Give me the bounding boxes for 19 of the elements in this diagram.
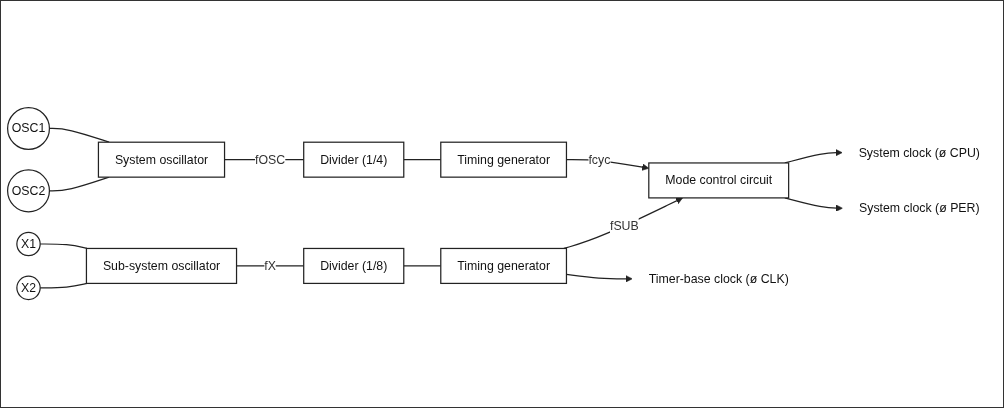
node-box: Mode control circuit: [648, 162, 790, 199]
arrow: [563, 197, 683, 250]
edge-label: fOSC: [255, 152, 286, 167]
node-box: Divider (1/4): [303, 142, 405, 179]
node-text: System clock (ø PER): [858, 201, 980, 215]
node-box: Sub-system oscillator: [85, 248, 238, 285]
node-circle: X2: [16, 276, 41, 301]
node-box: Timing generator: [440, 142, 568, 179]
node-text: Timer-base clock (ø CLK): [648, 271, 789, 286]
node-box: System oscillator: [97, 142, 226, 179]
edge-label: fcyc: [588, 152, 611, 167]
edge-label: fX: [264, 258, 276, 273]
node-circle: OSC2: [7, 169, 51, 213]
node-box: Divider (1/8): [303, 248, 405, 285]
node-circle: OSC1: [7, 107, 51, 151]
edge-label: fSUB: [609, 218, 639, 233]
node-circle: X1: [16, 232, 41, 257]
node-text: System clock (ø CPU): [858, 145, 980, 160]
node-box: Timing generator: [440, 248, 568, 285]
